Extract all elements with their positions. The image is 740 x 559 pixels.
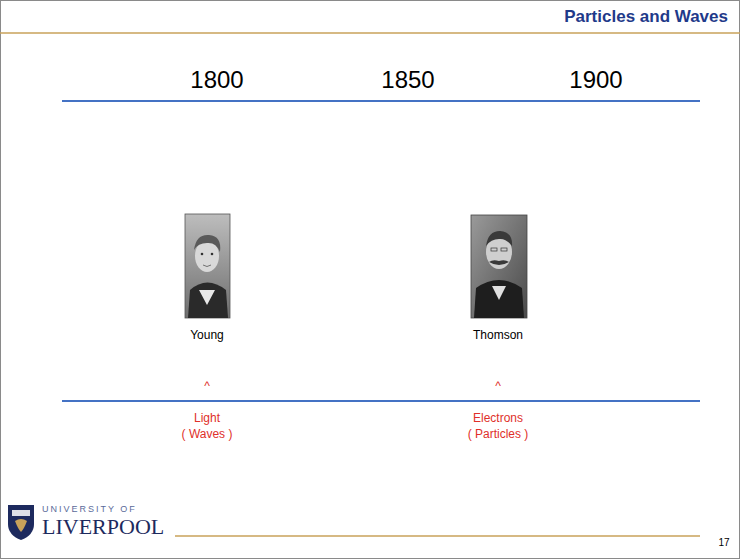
portrait-name: Thomson xyxy=(473,329,523,343)
university-name: LIVERPOOL xyxy=(42,514,164,539)
title-rule xyxy=(0,32,740,34)
portrait-name: Young xyxy=(190,329,224,343)
event-note: ( Particles ) xyxy=(468,428,529,442)
timeline-marker: ^ xyxy=(495,380,501,394)
timeline-axis xyxy=(62,400,700,402)
university-crest xyxy=(8,505,34,540)
event-note: ( Waves ) xyxy=(182,428,233,442)
event-label: Electrons xyxy=(473,412,523,426)
timeline-axis xyxy=(62,100,700,102)
thomson-portrait xyxy=(471,215,527,318)
university-label: UNIVERSITY OF xyxy=(42,504,137,514)
young-portrait xyxy=(185,214,230,318)
slide-title: Particles and Waves xyxy=(564,7,728,27)
year-label: 1900 xyxy=(569,66,622,94)
footer-rule xyxy=(175,535,700,537)
event-label: Light xyxy=(194,412,220,426)
year-label: 1800 xyxy=(190,66,243,94)
timeline-marker: ^ xyxy=(204,380,210,394)
page-number: 17 xyxy=(718,537,729,549)
year-label: 1850 xyxy=(381,66,434,94)
